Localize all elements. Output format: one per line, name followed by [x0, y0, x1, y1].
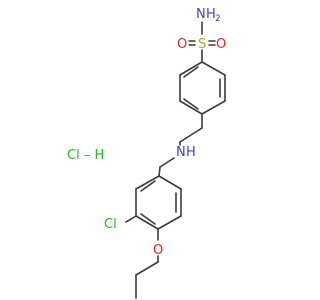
ethylamine-chain: N H: [158, 113, 203, 177]
bond: [158, 175, 182, 190]
bond: [201, 100, 226, 115]
sulfur-label: S: [198, 37, 206, 52]
bond: [135, 261, 159, 276]
oxygen-right-label: O: [216, 37, 226, 52]
benzene-ring-top: [179, 61, 226, 115]
amine-nh-n-label: N: [176, 145, 186, 160]
benzene-ring-bottom: [135, 175, 182, 230]
ethoxy-substituent: O: [135, 228, 163, 299]
amine-nh-h-label: H: [186, 145, 196, 160]
chlorine-label: Cl: [104, 217, 117, 232]
bond: [179, 61, 203, 76]
hcl-salt-label: Cl – H: [67, 148, 104, 163]
chloro-substituent: Cl: [104, 215, 137, 232]
bond: [159, 157, 175, 168]
bond: [179, 127, 203, 143]
aromatic-bond: [140, 213, 156, 225]
amine-n-label: N: [196, 7, 206, 22]
bond: [201, 61, 226, 76]
bond: [157, 215, 182, 230]
amine-h-label: H: [206, 7, 216, 22]
ether-oxygen-label: O: [153, 243, 163, 258]
aromatic-bond: [183, 98, 199, 110]
oxygen-left-label: O: [177, 37, 187, 52]
aromatic-bond: [183, 66, 199, 78]
sulfonamide-group: N H 2 O S O: [177, 7, 226, 63]
bond: [158, 166, 161, 177]
bond: [135, 175, 160, 190]
bond: [125, 215, 137, 223]
structure-drawing: N H 2 O S O N H Cl O: [67, 7, 226, 299]
molecule-diagram: N H 2 O S O N H Cl O: [67, 7, 226, 299]
aromatic-bond: [140, 180, 156, 192]
bond: [179, 100, 203, 115]
bond: [135, 215, 159, 230]
amine-subscript: 2: [215, 14, 221, 24]
